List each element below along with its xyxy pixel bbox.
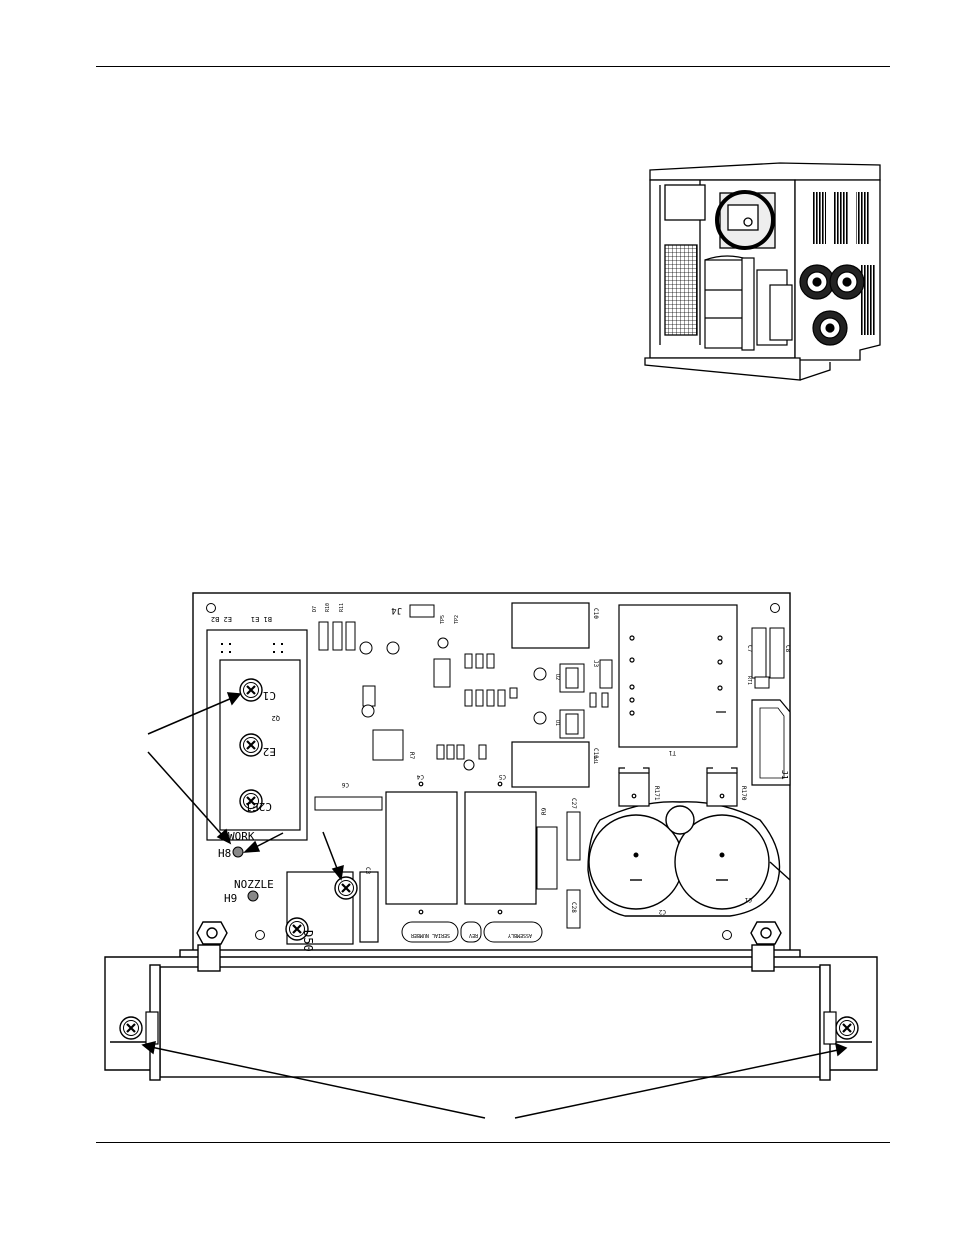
heatsink-nuts	[145, 1011, 837, 1045]
serial-number-label: SERIAL NUMBER	[410, 932, 450, 938]
work-label: WORK	[228, 830, 255, 843]
c1-label: C1	[263, 689, 276, 702]
j4-label: J4	[391, 605, 402, 615]
heatsink-screw-left	[118, 1015, 144, 1041]
tp5-label: TP5	[440, 615, 446, 624]
u2-label: U2	[554, 674, 560, 680]
r11-label: R11	[339, 603, 345, 612]
d50-diode	[286, 871, 379, 945]
c8-capacitor	[769, 627, 785, 679]
rt1-thermistor	[754, 676, 770, 689]
d50-terminal-screw-top	[333, 875, 359, 901]
c5-label: C5	[498, 773, 506, 780]
h9-test-point	[247, 890, 259, 902]
c6-label: C6	[341, 781, 349, 788]
c11-capacitor	[511, 741, 590, 788]
tp2-label: TP2	[454, 615, 460, 624]
c27-capacitor	[566, 811, 581, 861]
r9-label: R9	[541, 807, 548, 815]
nozzle-label: NOZZLE	[234, 878, 274, 891]
film-capacitors	[385, 781, 537, 915]
r10-label: R10	[325, 603, 331, 612]
board-label-tags	[401, 921, 543, 943]
c3-label: C3	[364, 867, 371, 875]
c11-label: C11	[592, 748, 599, 759]
c28-label: C28	[570, 902, 577, 913]
electrolytic-capacitor-pair	[587, 801, 791, 917]
j3-connector	[599, 659, 613, 689]
u1-label: U1	[554, 720, 560, 726]
resistor-banks	[318, 621, 609, 760]
ic-u3	[362, 685, 376, 707]
heatsink-assembly	[104, 944, 878, 1081]
c10-label: C10	[592, 608, 599, 619]
c6-capacitor	[314, 796, 383, 811]
t1-transformer	[618, 604, 738, 748]
t1-label: T1	[668, 749, 676, 756]
standoff-nuts	[196, 921, 782, 945]
c2-label: C2	[658, 908, 666, 915]
h9-label: H9	[224, 892, 237, 905]
callout-arrows	[141, 692, 848, 1119]
c1b-label: C1	[744, 896, 752, 903]
regulators	[559, 663, 585, 739]
heatsink-screw-right	[834, 1015, 860, 1041]
e2-terminal-screw	[238, 732, 264, 758]
d7-label: D7	[312, 606, 318, 612]
e2b2-label: E2 B2	[211, 615, 232, 623]
r7-potentiometer	[372, 729, 404, 761]
r170-r171-heatsinks	[618, 767, 738, 807]
q2-label: Q2	[272, 714, 280, 722]
c7-label: C7	[746, 645, 753, 653]
c4-label: C4	[416, 773, 424, 780]
c27-label: C27	[570, 798, 577, 809]
j3-label: J3	[592, 660, 599, 668]
tp4-label: TP4	[594, 755, 600, 764]
footer-rule	[96, 1142, 890, 1143]
power-supply-unit-illustration	[644, 162, 881, 381]
h8-test-point	[232, 846, 244, 858]
ic-u6	[433, 658, 451, 688]
j4-connector	[409, 604, 435, 618]
r9-resistor	[536, 826, 558, 890]
c10-capacitor	[511, 602, 590, 649]
r170-label: R170	[740, 786, 747, 801]
header-rule	[96, 66, 890, 67]
j1-label: J1	[780, 770, 789, 780]
h8-label: H8	[218, 847, 231, 860]
r7-label: R7	[408, 752, 415, 760]
c2e1-label: C2E1	[246, 800, 273, 813]
r171-label: R171	[653, 786, 660, 801]
c8-label: C8	[784, 645, 791, 653]
c7-capacitor	[751, 627, 767, 679]
rt1-label: RT1	[746, 676, 752, 685]
d50-label: D50	[301, 930, 315, 952]
assembly-label: ASSEMBLY	[508, 932, 532, 938]
c1-terminal-screw	[238, 677, 264, 703]
e2-label: E2	[263, 745, 276, 758]
small-capacitors	[359, 637, 547, 771]
rev-label: REV	[469, 932, 478, 938]
b1e1-label: B1 E1	[251, 615, 272, 623]
j1-connector	[751, 699, 791, 786]
c28-capacitor	[566, 889, 581, 929]
